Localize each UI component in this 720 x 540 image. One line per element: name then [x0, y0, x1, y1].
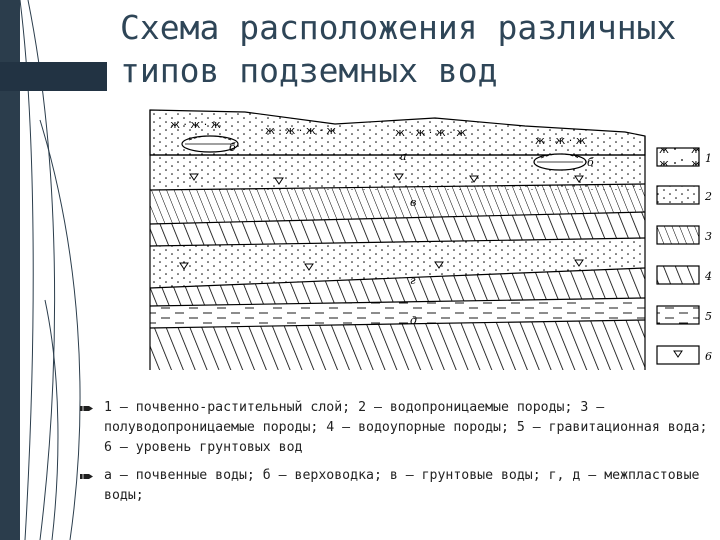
label-letter: б [587, 156, 594, 169]
aquiclude-layer-lower [150, 320, 645, 370]
label-letter: б [229, 141, 236, 154]
title-accent-bar [0, 62, 107, 91]
aquiclude-layer-upper [150, 212, 645, 246]
side-decor-panel [0, 0, 20, 540]
aquiclude-layer-middle [150, 268, 645, 306]
groundwater-diagram: ж ж · ж · жж · ж · ж · ж ж · ж · ж · жж … [145, 100, 720, 385]
legend-number: 1 [705, 152, 712, 165]
bullet-item: 1 — почвенно-растительный слой; 2 — водо… [80, 398, 710, 458]
slide-title-line2: типов подземных вод [120, 51, 498, 90]
label-letter: д [410, 314, 417, 327]
permeable-layer-middle [150, 238, 645, 288]
groundwater-diagram-svg: ж ж · ж · жж · ж · ж · ж ж · ж · ж · жж … [149, 109, 712, 370]
strata-boundaries [149, 110, 646, 370]
bullet-text: а — почвенные воды; б — верховодка; в — … [104, 468, 700, 503]
label-letter: в [410, 196, 416, 209]
slide-title: Схема расположения различных типов подзе… [120, 6, 710, 92]
svg-text:ж · ж · ж: ж · ж · ж [535, 134, 586, 147]
slide-title-line1: Схема расположения различных [120, 8, 677, 47]
svg-text:ж · ж · ж · ж: ж · ж · ж · ж [265, 124, 336, 137]
legend-description: 1 — почвенно-растительный слой; 2 — водо… [80, 398, 710, 514]
soil-symbols: ж · ж · ж ж · ж · ж · ж ж · ж · ж · ж ж · … [170, 118, 586, 147]
label-letter: г [410, 274, 416, 287]
permeable-layer-lower [150, 298, 645, 328]
legend [656, 147, 700, 365]
legend-number: 6 [705, 350, 712, 363]
semipermeable-layer [150, 184, 645, 224]
legend-number: 4 [704, 270, 712, 283]
bullet-pencil-icon [80, 474, 93, 479]
legend-number: 2 [704, 190, 712, 203]
svg-text:ж · ж · ж · ж: ж · ж · ж · ж [395, 126, 466, 139]
perched-water-lens-right [533, 153, 587, 171]
label-letter: а [400, 150, 407, 163]
bullet-pencil-icon [80, 406, 93, 411]
svg-text:ж · ж · ж: ж · ж · ж [170, 118, 221, 131]
groundwater-level-marks [179, 173, 584, 271]
perched-water-lens-left [181, 135, 239, 153]
bullet-text: 1 — почвенно-растительный слой; 2 — водо… [104, 400, 708, 455]
legend-number: 3 [705, 230, 712, 243]
bullet-item: а — почвенные воды; б — верховодка; в — … [80, 466, 710, 506]
legend-number: 5 [705, 310, 712, 323]
